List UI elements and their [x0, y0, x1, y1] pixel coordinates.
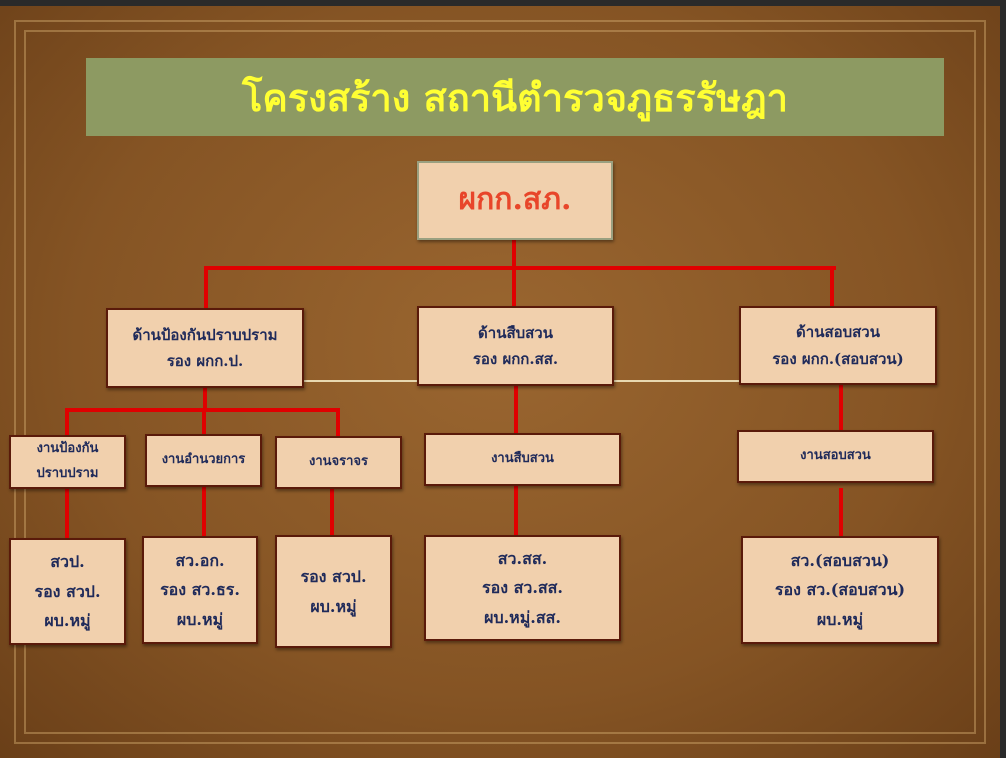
node-label: งานจราจร	[308, 454, 369, 470]
org-node-root: ผกก.สภ.	[417, 161, 613, 240]
node-label: ด้านสอบสวน	[796, 323, 880, 342]
org-node-unit: งานสืบสวน	[424, 433, 621, 486]
org-node-unit: งานสอบสวน	[737, 430, 934, 483]
org-node-division-inquiry: ด้านสอบสวน รอง ผกก.(สอบสวน)	[739, 306, 937, 385]
node-label: รอง สว.ธร.	[160, 580, 240, 600]
node-label: รอง สว.สส.	[481, 578, 563, 598]
org-node-unit: งานอำนวยการ	[145, 434, 262, 487]
node-label: ผกก.สภ.	[458, 182, 572, 218]
node-label: รอง สวป.	[34, 581, 101, 601]
decorative-frame	[14, 20, 986, 744]
org-node-staff: สว.สส. รอง สว.สส. ผบ.หมู่.สส.	[424, 535, 621, 641]
org-node-staff: รอง สวป. ผบ.หมู่	[275, 535, 392, 648]
node-label: สว.อก.	[175, 550, 225, 570]
connector	[204, 266, 836, 270]
connector	[512, 239, 516, 270]
decorative-frame-inner	[24, 30, 976, 734]
node-label: รอง ผกก.ป.	[166, 352, 244, 370]
node-label: ด้านป้องกันปราบปราม	[132, 325, 278, 344]
connector	[514, 485, 518, 535]
connector	[202, 408, 206, 434]
connector	[336, 408, 340, 436]
connector	[839, 488, 843, 536]
node-label: ผบ.หมู่.สส.	[484, 607, 561, 627]
node-label: รอง สว.(สอบสวน)	[774, 580, 906, 600]
org-node-unit: งานป้องกัน ปราบปราม	[9, 435, 126, 489]
node-label: สวป.	[50, 552, 85, 572]
org-node-unit: งานจราจร	[275, 436, 402, 489]
node-label: ผบ.หมู่	[816, 609, 864, 629]
org-node-division-investigation: ด้านสืบสวน รอง ผกก.สส.	[417, 306, 614, 386]
node-label: สว.สส.	[497, 548, 548, 568]
node-label: ด้านสืบสวน	[478, 323, 553, 342]
org-node-division-prevention: ด้านป้องกันปราบปราม รอง ผกก.ป.	[106, 308, 304, 388]
node-label: ผบ.หมู่	[176, 609, 224, 629]
connector	[65, 408, 69, 435]
org-node-staff: สว.(สอบสวน) รอง สว.(สอบสวน) ผบ.หมู่	[741, 536, 939, 644]
connector	[839, 384, 843, 430]
connector	[202, 486, 206, 536]
node-label: งานสืบสวน	[491, 451, 554, 467]
connector	[204, 266, 208, 308]
connector	[514, 385, 518, 433]
org-node-staff: สว.อก. รอง สว.ธร. ผบ.หมู่	[142, 536, 258, 644]
node-label: รอง สวป.	[300, 566, 367, 586]
node-label: งานสอบสวน	[800, 448, 871, 464]
node-label: ผบ.หมู่	[44, 611, 91, 631]
page-title: โครงสร้าง สถานีตำรวจภูธรรัษฎา	[86, 58, 944, 136]
connector	[512, 266, 516, 307]
node-label: ปราบปราม	[36, 466, 99, 481]
node-label: รอง ผกก.(สอบสวน)	[772, 349, 904, 368]
node-label: ผบ.หมู่	[310, 596, 357, 616]
org-node-staff: สวป. รอง สวป. ผบ.หมู่	[9, 538, 126, 645]
node-label: สว.(สอบสวน)	[790, 550, 890, 570]
connector	[203, 387, 207, 412]
node-label: งานอำนวยการ	[161, 452, 246, 468]
node-label: รอง ผกก.สส.	[472, 350, 559, 368]
connector	[830, 266, 834, 307]
node-label: งานป้องกัน	[36, 441, 99, 457]
connector	[65, 488, 69, 538]
connector	[330, 488, 334, 535]
